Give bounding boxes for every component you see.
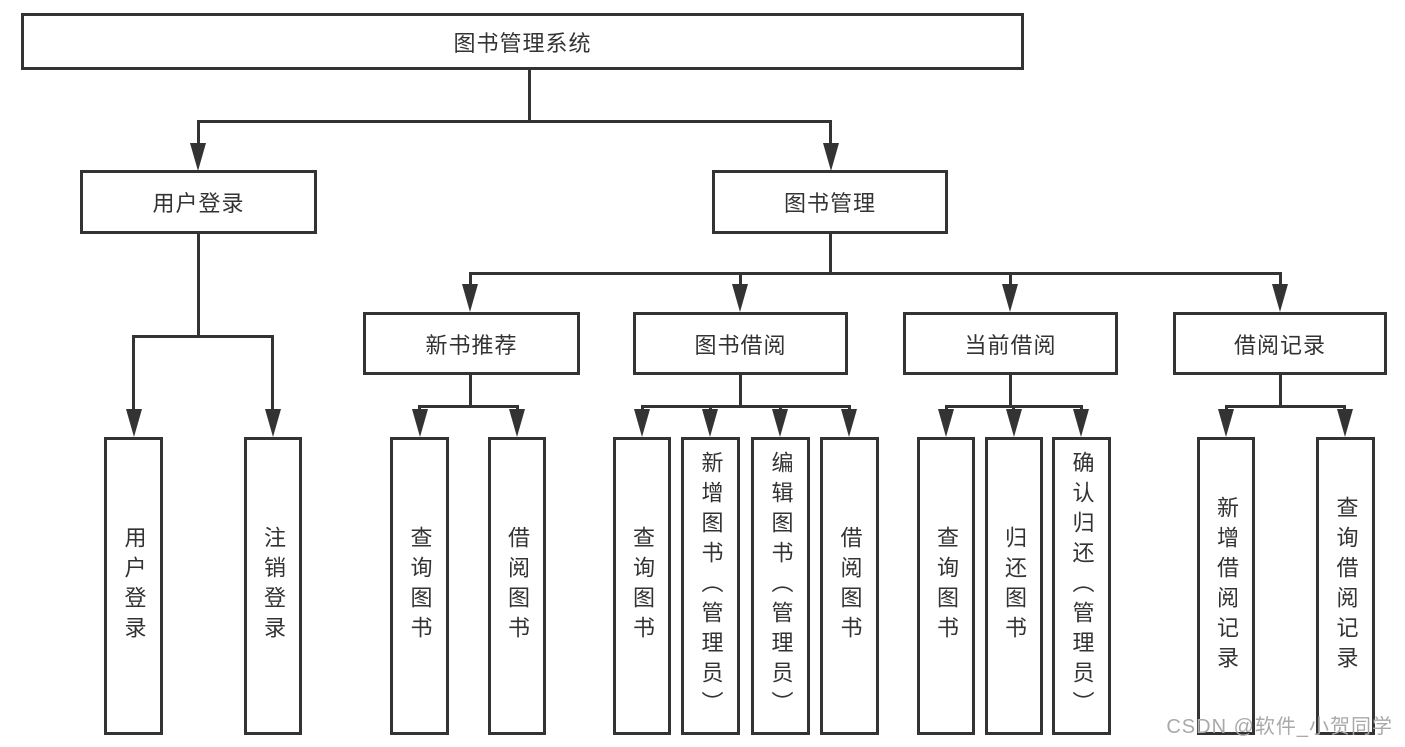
node-user-login-label: 用户登录 <box>152 191 245 216</box>
connector-drop-leaf <box>641 405 644 411</box>
leaf-return-books-label: 归还图书 <box>1002 526 1027 646</box>
leaf-borrow-books: 借阅图书 <box>820 437 879 735</box>
connector-drop-leaf <box>1012 405 1015 411</box>
connector-stem <box>1009 375 1012 405</box>
node-book-mgmt-label: 图书管理 <box>783 191 876 216</box>
leaf-confirm-return-admin-label: 确认归还（管理员） <box>1069 451 1095 721</box>
connector-user-login-stem <box>197 234 200 335</box>
leaf-add-books-admin-label: 新增图书（管理员） <box>698 451 724 721</box>
arrowhead-down-icon <box>732 284 748 312</box>
leaf-user-login: 用户登录 <box>104 437 163 735</box>
node-library-system: 图书管理系统 <box>21 13 1024 70</box>
leaf-query-books-recommend-label: 查询图书 <box>407 526 433 646</box>
connector-drop-l3 <box>739 272 742 284</box>
leaf-add-books-admin: 新增图书（管理员） <box>681 437 740 735</box>
watermark-text: CSDN @软件_小贺同学 <box>1166 716 1393 738</box>
node-book-borrow: 图书借阅 <box>633 312 848 375</box>
node-book-borrow-label: 图书借阅 <box>694 332 787 358</box>
connector-stem <box>1279 375 1282 405</box>
leaf-edit-books-admin-label: 编辑图书（管理员） <box>768 451 794 721</box>
connector-drop-l3 <box>1279 272 1282 284</box>
arrowhead-down-icon <box>1218 409 1234 437</box>
arrowhead-down-icon <box>265 409 281 437</box>
leaf-edit-books-admin: 编辑图书（管理员） <box>751 437 810 735</box>
connector-split <box>1225 405 1346 408</box>
leaf-logout: 注销登录 <box>244 437 302 735</box>
node-user-login: 用户登录 <box>80 170 317 234</box>
node-book-mgmt: 图书管理 <box>712 170 948 234</box>
connector-split <box>641 405 851 408</box>
leaf-query-books-borrow: 查询图书 <box>613 437 671 735</box>
arrowhead-down-icon <box>938 409 954 437</box>
connector-user-login-split <box>132 335 274 338</box>
connector-drop-user-login <box>197 120 200 146</box>
arrowhead-down-icon <box>1002 284 1018 312</box>
connector-drop-leaf <box>271 335 274 409</box>
leaf-logout-label: 注销登录 <box>261 526 286 646</box>
arrowhead-down-icon <box>702 409 718 437</box>
connector-drop-leaf <box>418 405 421 411</box>
arrowhead-down-icon <box>772 409 788 437</box>
connector-drop-leaf <box>945 405 948 411</box>
connector-drop-leaf <box>709 405 712 411</box>
connector-stem <box>739 375 742 405</box>
leaf-query-borrow-record: 查询借阅记录 <box>1316 437 1375 735</box>
connector-drop-leaf <box>132 335 135 409</box>
arrowhead-down-icon <box>1073 409 1089 437</box>
node-new-book-recommend-label: 新书推荐 <box>425 332 518 358</box>
arrowhead-down-icon <box>1006 409 1022 437</box>
leaf-query-books-recommend: 查询图书 <box>390 437 449 735</box>
connector-book-mgmt-stem <box>829 234 832 272</box>
leaf-query-borrow-record-label: 查询借阅记录 <box>1333 496 1359 676</box>
connector-drop-leaf <box>848 405 851 411</box>
connector-book-mgmt-split <box>469 272 1282 275</box>
node-current-borrow: 当前借阅 <box>903 312 1118 375</box>
connector-drop-book-mgmt <box>829 120 832 146</box>
leaf-borrow-books-label: 借阅图书 <box>837 526 863 646</box>
arrowhead-down-icon <box>1337 409 1353 437</box>
connector-drop-leaf <box>516 405 519 411</box>
connector-root-stem <box>528 70 531 120</box>
leaf-query-books-current-label: 查询图书 <box>934 526 959 646</box>
connector-stem <box>469 375 472 405</box>
connector-drop-l3 <box>1009 272 1012 284</box>
leaf-borrow-books-recommend: 借阅图书 <box>488 437 546 735</box>
leaf-query-books-current: 查询图书 <box>917 437 975 735</box>
node-borrow-records: 借阅记录 <box>1173 312 1387 375</box>
arrowhead-down-icon <box>462 284 478 312</box>
connector-drop-l3 <box>469 272 472 284</box>
node-new-book-recommend: 新书推荐 <box>363 312 580 375</box>
leaf-borrow-books-recommend-label: 借阅图书 <box>505 526 530 646</box>
arrowhead-down-icon <box>823 143 839 171</box>
arrowhead-down-icon <box>126 409 142 437</box>
node-library-system-label: 图书管理系统 <box>453 30 592 56</box>
arrowhead-down-icon <box>841 409 857 437</box>
arrowhead-down-icon <box>509 409 525 437</box>
connector-drop-leaf <box>1080 405 1083 411</box>
connector-split <box>418 405 519 408</box>
leaf-user-login-label: 用户登录 <box>121 526 147 646</box>
arrowhead-down-icon <box>412 409 428 437</box>
leaf-confirm-return-admin: 确认归还（管理员） <box>1052 437 1111 735</box>
arrowhead-down-icon <box>634 409 650 437</box>
node-current-borrow-label: 当前借阅 <box>964 332 1057 358</box>
connector-drop-leaf <box>779 405 782 411</box>
arrowhead-down-icon <box>190 143 206 171</box>
leaf-return-books: 归还图书 <box>985 437 1043 735</box>
arrowhead-down-icon <box>1272 284 1288 312</box>
connector-drop-leaf <box>1225 405 1228 411</box>
connector-root-split <box>197 120 832 123</box>
leaf-query-books-borrow-label: 查询图书 <box>630 526 655 646</box>
connector-drop-leaf <box>1343 405 1346 411</box>
leaf-add-borrow-record-label: 新增借阅记录 <box>1214 496 1239 676</box>
leaf-add-borrow-record: 新增借阅记录 <box>1197 437 1255 735</box>
node-borrow-records-label: 借阅记录 <box>1233 332 1326 358</box>
